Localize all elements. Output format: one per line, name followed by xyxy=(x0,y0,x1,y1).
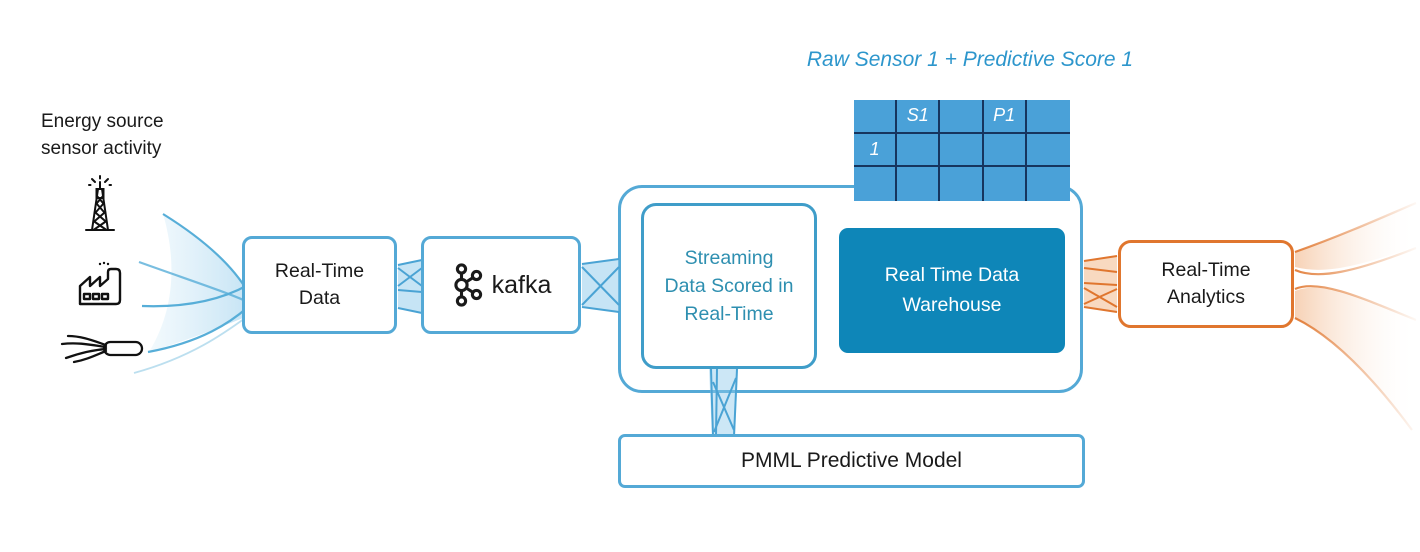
flow-realtime-data-to-kafka xyxy=(397,259,423,314)
flow-kafka-to-scoring-group xyxy=(581,258,620,313)
energy-source-label-line2: sensor activity xyxy=(41,138,162,159)
transmission-tower-icon xyxy=(80,175,120,238)
table-caption: Raw Sensor 1 + Predictive Score 1 xyxy=(806,48,1134,71)
pmml-label: PMML Predictive Model xyxy=(741,449,962,473)
table-cell xyxy=(897,167,941,201)
real-time-data-warehouse-node: Real Time Data Warehouse xyxy=(839,228,1065,353)
flow-analytics-output xyxy=(1294,201,1418,431)
table-cell xyxy=(940,167,984,201)
cable-icon xyxy=(56,332,146,371)
warehouse-label: Real Time Data Warehouse xyxy=(884,264,1020,316)
energy-source-label: Energy source sensor activity xyxy=(41,108,164,162)
table-cell xyxy=(940,100,984,134)
table-cell-s1-header: S1 xyxy=(897,100,941,134)
table-cell xyxy=(897,133,941,168)
factory-icon xyxy=(74,260,128,313)
table-cell xyxy=(983,133,1027,168)
energy-source-label-line1: Energy source xyxy=(41,111,164,132)
streaming-scoring-node: Streaming Data Scored in Real-Time xyxy=(641,203,817,369)
streaming-scoring-label: Streaming Data Scored in Real-Time xyxy=(664,246,794,326)
table-cell xyxy=(1026,134,1070,168)
table-cell-p1-header: P1 xyxy=(983,100,1027,134)
table-cell xyxy=(1026,100,1070,134)
table-cell xyxy=(1027,167,1070,201)
real-time-data-node: Real-Time Data xyxy=(242,236,397,334)
pmml-predictive-model-node: PMML Predictive Model xyxy=(618,434,1085,488)
real-time-analytics-node: Real-Time Analytics xyxy=(1118,240,1294,328)
flow-sensors-to-realtime-data xyxy=(133,213,249,374)
table-cell xyxy=(854,167,898,201)
table-cell xyxy=(940,133,984,168)
kafka-logo-icon xyxy=(453,263,482,307)
flow-warehouse-to-analytics xyxy=(1083,255,1118,313)
table-cell xyxy=(984,167,1027,201)
analytics-label: Real-Time Analytics xyxy=(1161,258,1251,308)
real-time-data-label: Real-Time Data xyxy=(274,259,365,309)
kafka-node: kafka xyxy=(421,236,581,334)
sensor-data-table: S1 P1 1 xyxy=(854,100,1070,201)
kafka-label: kafka xyxy=(491,270,552,299)
table-cell xyxy=(854,100,898,134)
table-cell-row-1: 1 xyxy=(854,133,898,168)
